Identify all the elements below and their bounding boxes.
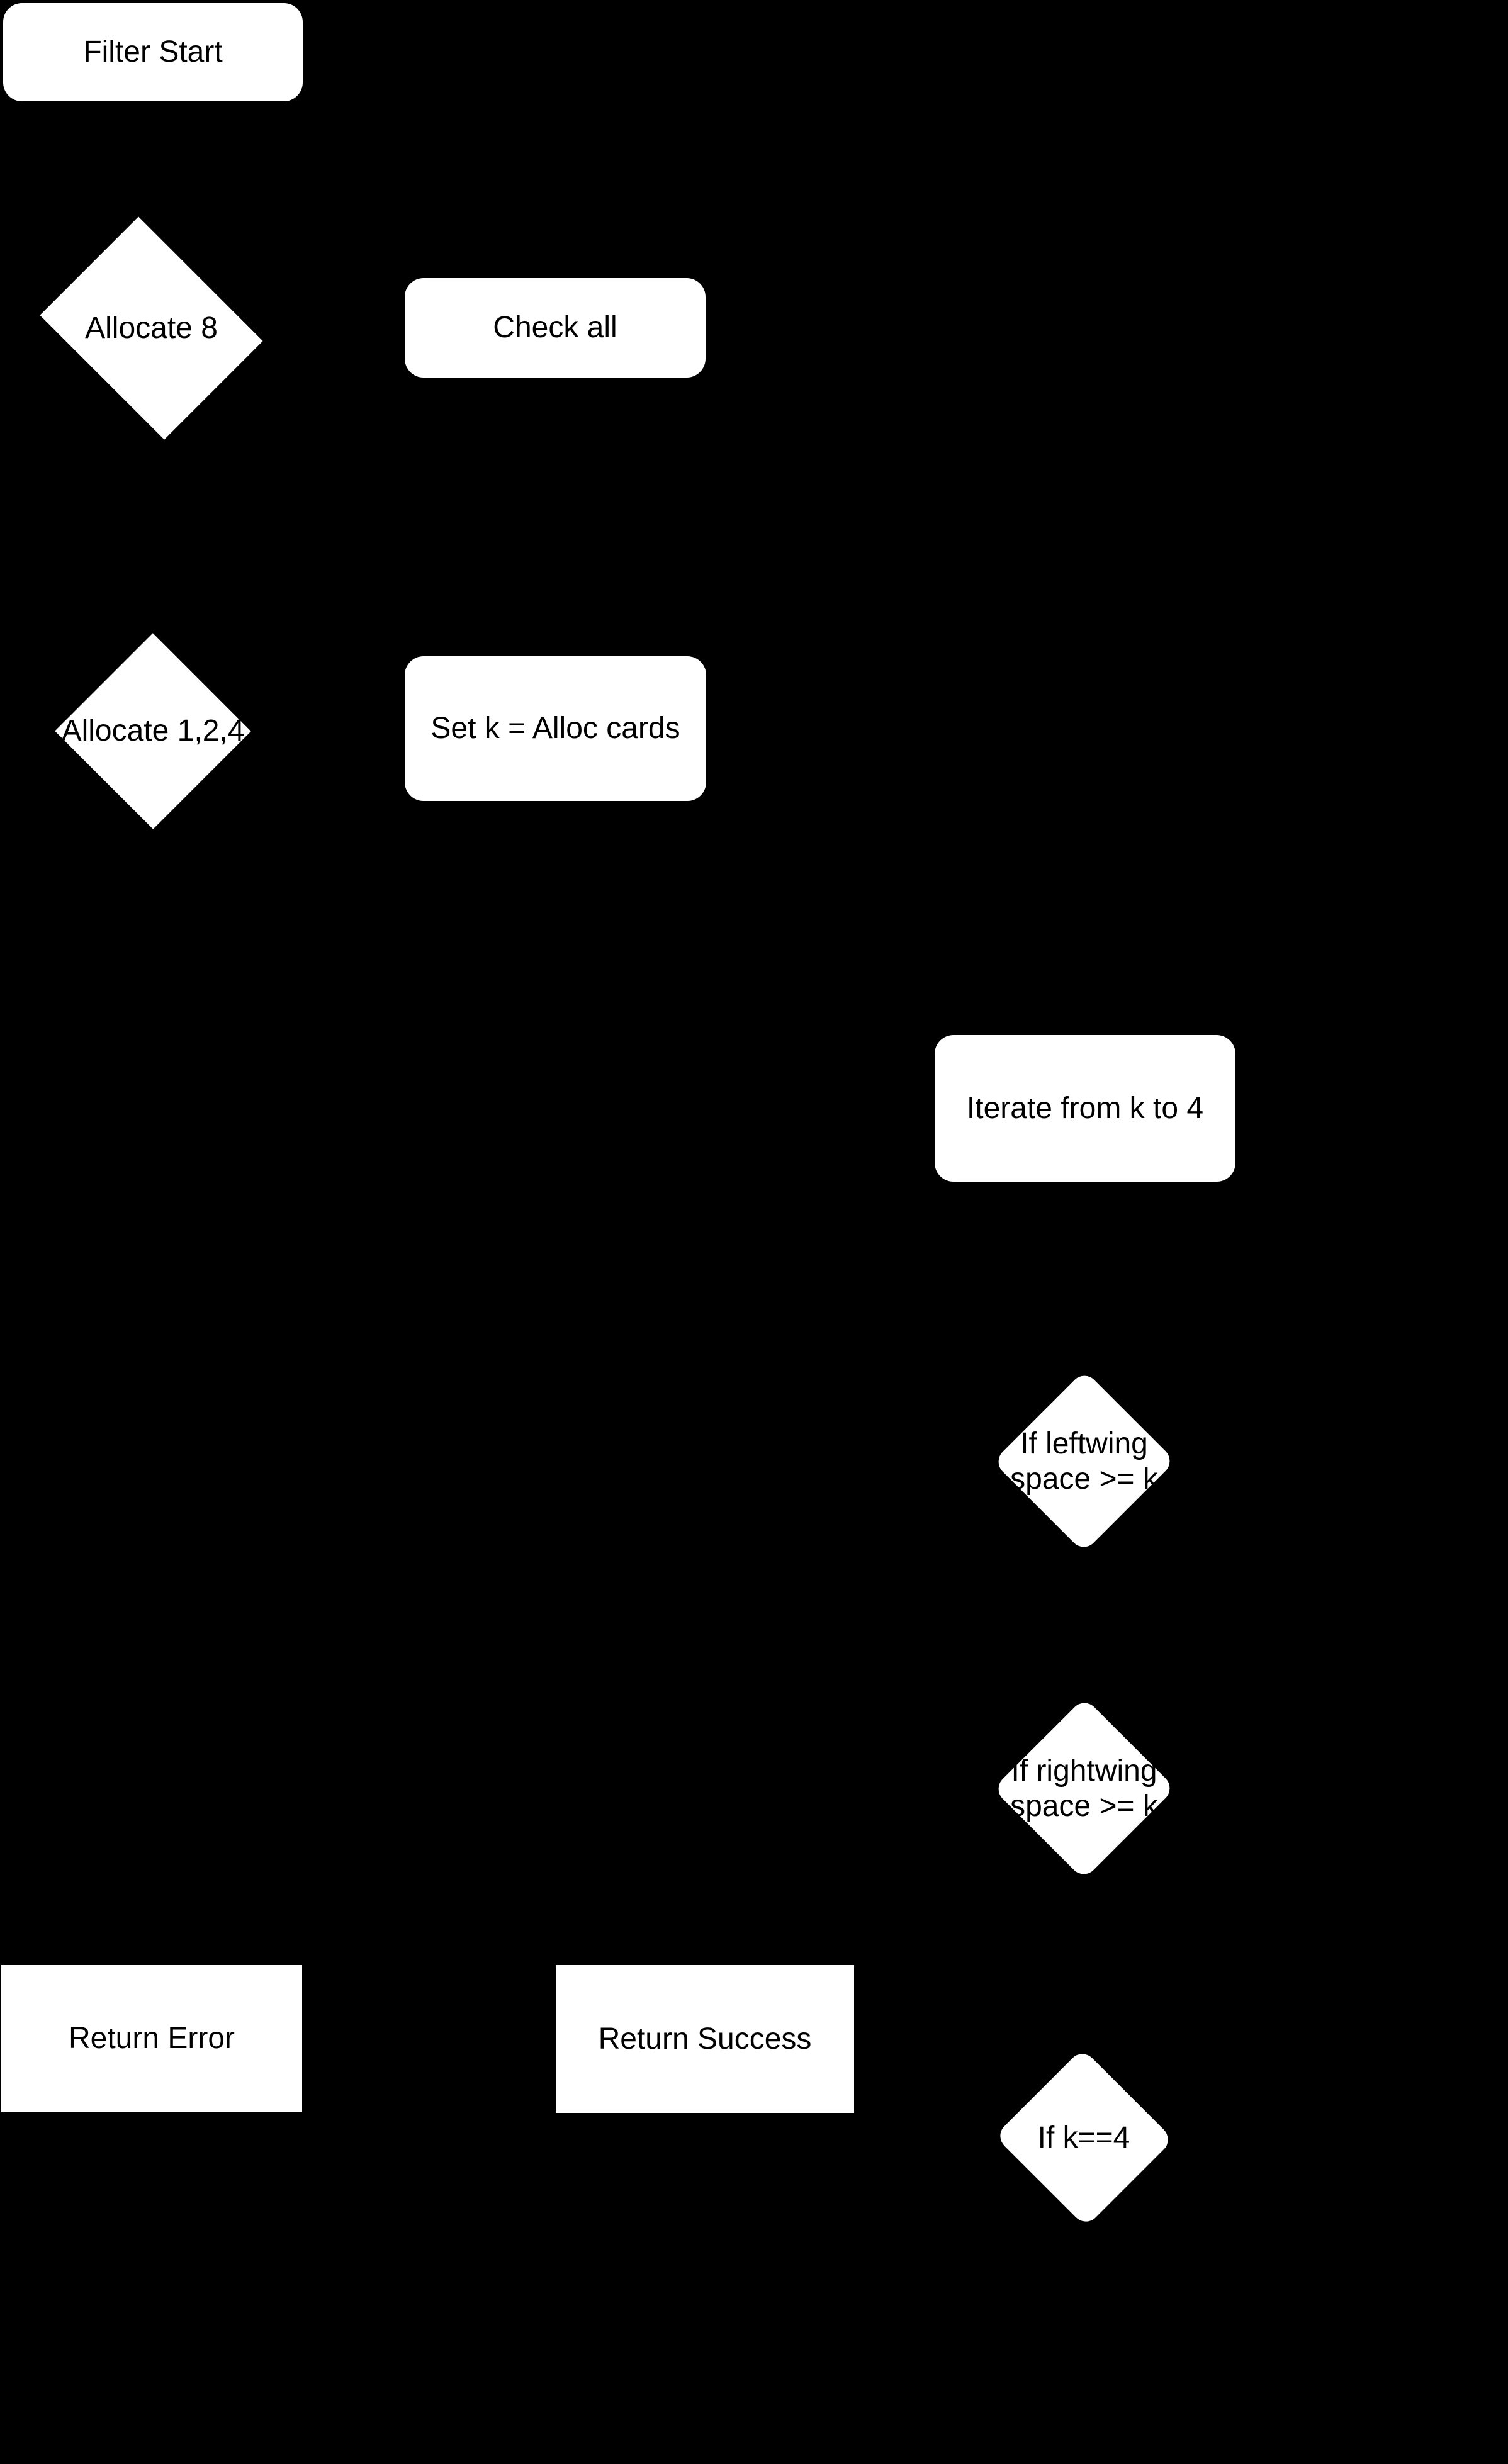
node-if-leftwing-space-label-line2: space >= k — [1010, 1462, 1158, 1496]
node-if-rightwing-space[interactable]: If rightwing space >= k — [993, 1697, 1176, 1880]
node-if-leftwing-space[interactable]: If leftwing space >= k — [993, 1370, 1176, 1553]
node-iterate-k-to-4[interactable]: Iterate from k to 4 — [935, 1035, 1235, 1182]
node-return-success-label: Return Success — [598, 2022, 812, 2056]
node-allocate-124[interactable]: Allocate 1,2,4 — [55, 632, 251, 829]
node-filter-start-label: Filter Start — [83, 35, 223, 69]
node-if-rightwing-space-label-line1: If rightwing — [1011, 1754, 1157, 1788]
node-check-all[interactable]: Check all — [405, 278, 706, 378]
node-return-error-label: Return Error — [68, 2022, 235, 2056]
node-if-leftwing-space-label-line1: If leftwing — [1020, 1426, 1148, 1460]
node-return-error[interactable]: Return Error — [1, 1965, 302, 2112]
node-if-rightwing-space-label: If rightwing space >= k — [1010, 1754, 1158, 1823]
node-set-k-alloc-cards[interactable]: Set k = Alloc cards — [405, 656, 706, 801]
node-if-k-equals-4-label: If k==4 — [1037, 2120, 1130, 2154]
node-if-leftwing-space-label: If leftwing space >= k — [1010, 1426, 1158, 1496]
node-check-all-label: Check all — [493, 311, 617, 345]
node-if-rightwing-space-label-line2: space >= k — [1010, 1789, 1158, 1823]
node-iterate-k-to-4-label: Iterate from k to 4 — [966, 1091, 1204, 1125]
node-return-success[interactable]: Return Success — [556, 1965, 854, 2113]
node-if-k-equals-4[interactable]: If k==4 — [993, 2048, 1175, 2227]
node-allocate-8-label: Allocate 8 — [85, 311, 218, 345]
node-set-k-alloc-cards-label: Set k = Alloc cards — [430, 712, 680, 746]
node-allocate-124-label: Allocate 1,2,4 — [61, 714, 245, 748]
node-filter-start[interactable]: Filter Start — [3, 3, 303, 101]
node-allocate-8[interactable]: Allocate 8 — [27, 216, 276, 440]
